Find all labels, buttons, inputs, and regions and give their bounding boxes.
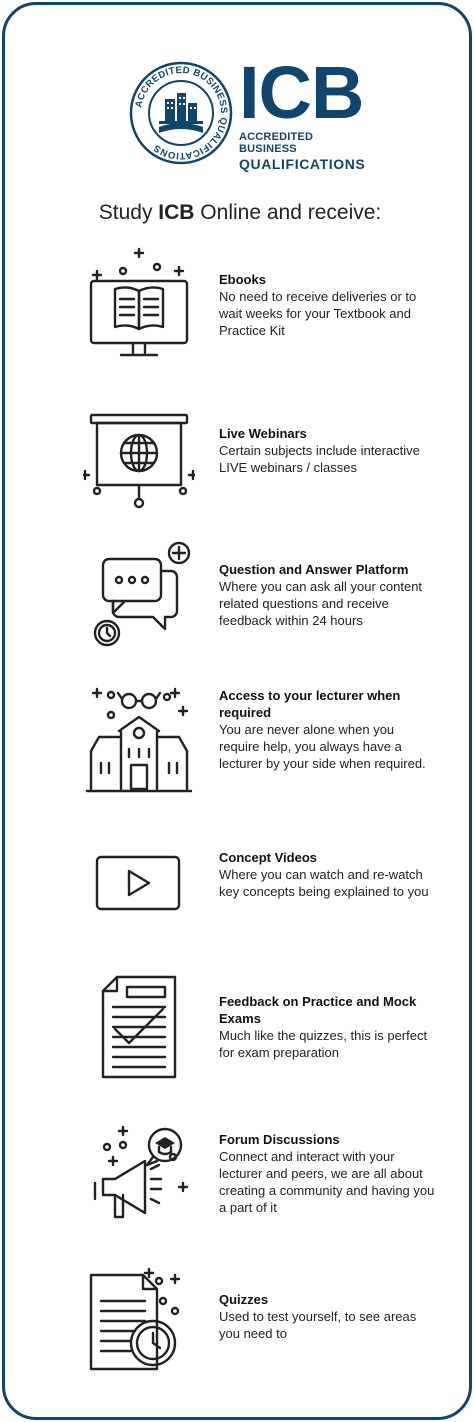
icb-logo: ACCREDITED BUSINESS QUALIFICATIONS ICB A… (129, 56, 365, 172)
megaphone-icon (93, 1125, 189, 1219)
brand-name: ICB (239, 51, 364, 134)
ebook-monitor-icon (89, 247, 189, 357)
title-suffix: Online and receive: (194, 201, 382, 224)
timed-document-icon (89, 1267, 181, 1371)
brand-wordmark: ICB ACCREDITED BUSINESS QUALIFICATIONS (239, 51, 366, 173)
play-video-icon (95, 855, 181, 911)
feature-description: Where you can watch and re-watch key con… (219, 867, 429, 899)
feature-title: Live Webinars (219, 426, 307, 441)
title-brand: ICB (158, 201, 195, 224)
brand-subtitle-line1: ACCREDITED BUSINESS (239, 131, 314, 155)
feature-description: Connect and interact with your lecturer … (219, 1149, 435, 1215)
feature-title: Ebooks (219, 272, 266, 287)
icb-seal-icon: ACCREDITED BUSINESS QUALIFICATIONS (129, 61, 233, 165)
feature-title: Quizzes (219, 1292, 269, 1307)
feature-title: Question and Answer Platform (219, 562, 409, 577)
feature-title: Feedback on Practice and Mock Exams (219, 994, 417, 1026)
feature-description: Certain subjects include interactive LIV… (219, 443, 420, 475)
feature-description: You are never alone when you require hel… (219, 722, 426, 771)
feature-title: Forum Discussions (219, 1132, 340, 1147)
chat-bubbles-icon (93, 541, 191, 647)
brand-subtitle-line2: QUALIFICATIONS (239, 156, 366, 172)
checked-document-icon (101, 975, 177, 1079)
feature-title: Concept Videos (219, 850, 318, 865)
school-building-icon (85, 687, 193, 793)
feature-description: Much like the quizzes, this is perfect f… (219, 1028, 428, 1060)
feature-description: Where you can ask all your content relat… (219, 579, 423, 628)
title-prefix: Study (98, 201, 159, 224)
feature-title: Access to your lecturer when required (219, 688, 401, 720)
page-title: Study ICB Online and receive: (5, 201, 474, 225)
webinar-screen-icon (83, 413, 195, 509)
feature-description: Used to test yourself, to see areas you … (219, 1309, 417, 1341)
feature-description: No need to receive deliveries or to wait… (219, 289, 417, 338)
